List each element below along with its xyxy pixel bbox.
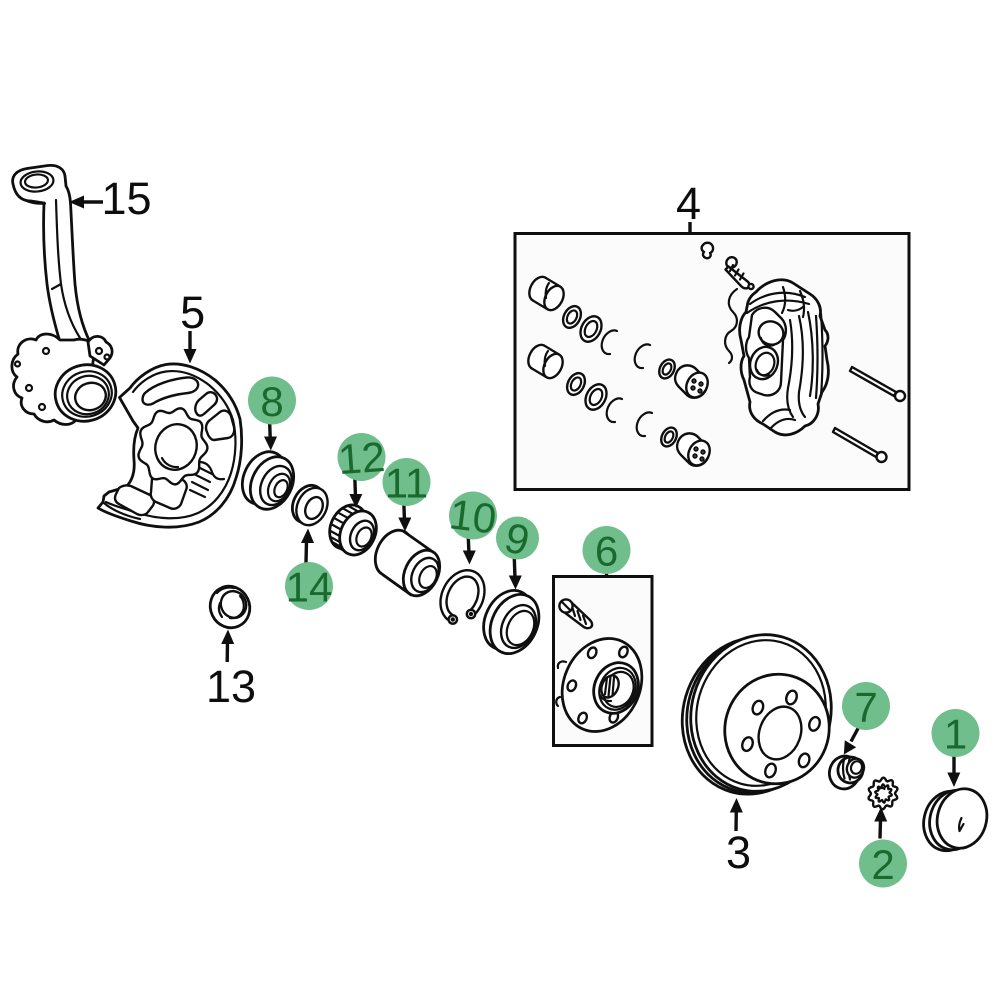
svg-text:11: 11	[385, 460, 429, 507]
svg-text:7: 7	[854, 684, 877, 731]
svg-text:12: 12	[337, 433, 387, 483]
svg-text:6: 6	[595, 528, 618, 575]
svg-text:14: 14	[286, 564, 333, 611]
svg-text:3: 3	[726, 827, 751, 878]
svg-text:10: 10	[447, 490, 499, 542]
svg-text:13: 13	[206, 661, 256, 712]
svg-text:8: 8	[260, 378, 283, 425]
svg-text:1: 1	[944, 711, 967, 758]
svg-text:15: 15	[101, 173, 151, 224]
svg-text:5: 5	[180, 287, 205, 338]
svg-text:2: 2	[871, 841, 894, 888]
svg-text:4: 4	[676, 178, 701, 229]
